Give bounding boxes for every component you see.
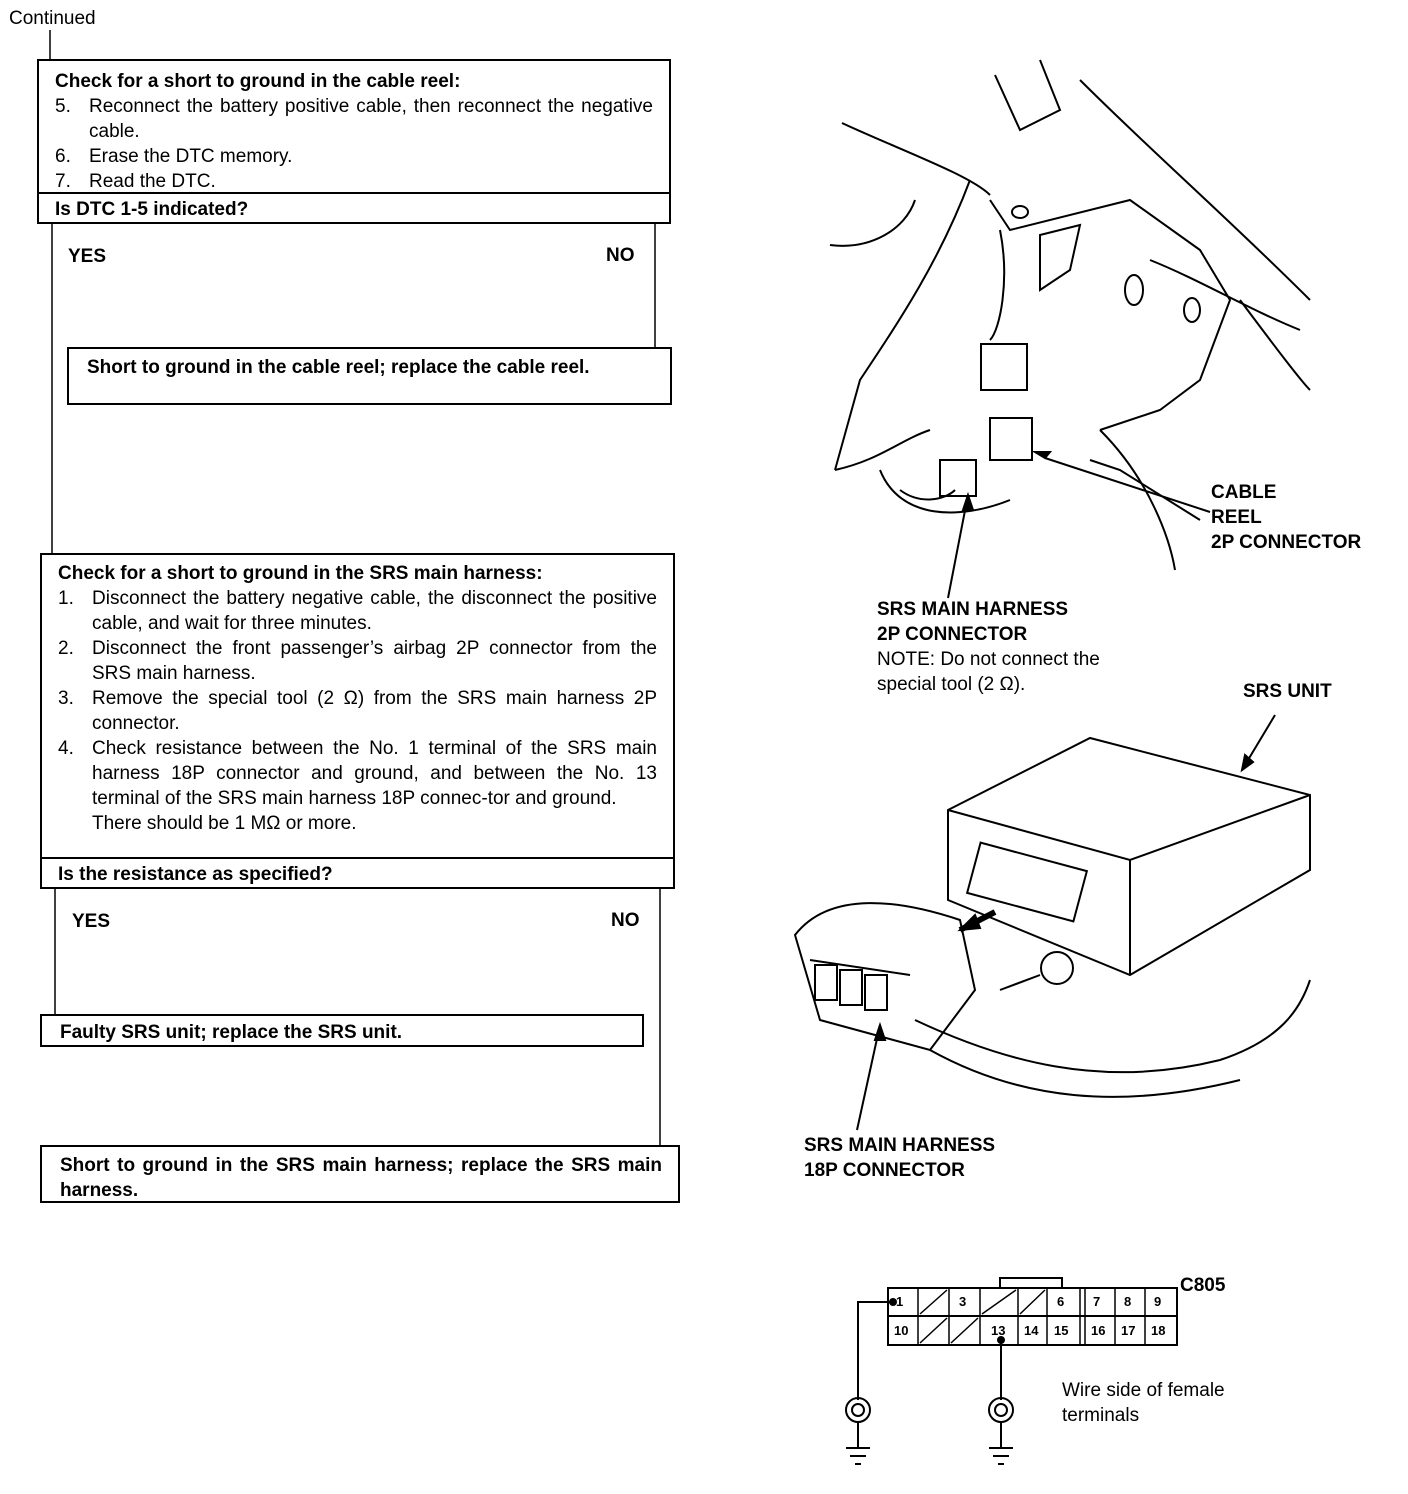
terminal-16: 16 xyxy=(1091,1323,1106,1338)
harness-steps: 1.Disconnect the battery negative cable,… xyxy=(58,586,657,836)
harness-18p-label: SRS MAIN HARNESS 18P CONNECTOR xyxy=(804,1135,996,1181)
dtc-question: Is DTC 1-5 indicated? xyxy=(55,199,249,220)
terminal-14: 14 xyxy=(1024,1323,1039,1338)
step-1: 1.Disconnect the battery negative cable,… xyxy=(58,588,657,634)
ground-symbol-2 xyxy=(988,1397,1014,1465)
terminal-1: 1 xyxy=(896,1294,904,1309)
terminal-13: 13 xyxy=(991,1323,1006,1338)
step-4: 4.Check resistance between the No. 1 ter… xyxy=(58,738,657,809)
cable-reel-label: CABLE REEL 2P CONNECTOR xyxy=(1211,482,1362,553)
terminal-18: 18 xyxy=(1151,1323,1166,1338)
ground-symbol-1 xyxy=(845,1397,871,1465)
cable-reel-check-box: Check for a short to ground in the cable… xyxy=(37,59,671,224)
terminal-7: 7 xyxy=(1093,1294,1101,1309)
connector-id: C805 xyxy=(1180,1275,1226,1296)
dtc-yes-label: YES xyxy=(68,246,107,267)
srs-unit-label: SRS UNIT xyxy=(1243,681,1332,702)
dtc-no-label: NO xyxy=(606,245,635,266)
terminal-9: 9 xyxy=(1154,1294,1162,1309)
step-7: 7.Read the DTC. xyxy=(55,171,216,192)
step-5: 5.Reconnect the battery positive cable, … xyxy=(55,96,653,142)
cable-reel-leader xyxy=(1044,457,1211,513)
step-3: 3.Remove the special tool (2 Ω) from the… xyxy=(58,688,657,734)
harness-2p-label: SRS MAIN HARNESS 2P CONNECTOR NOTE: Do n… xyxy=(877,599,1100,695)
harness18p-leader xyxy=(856,1024,881,1131)
terminal-8: 8 xyxy=(1124,1294,1132,1309)
continued-label: Continued xyxy=(9,8,96,29)
srs-unit-result-box: Faulty SRS unit; replace the SRS unit. xyxy=(40,1014,644,1047)
terminal-10: 10 xyxy=(894,1323,909,1338)
harness-result-box: Short to ground in the SRS main harness;… xyxy=(40,1145,680,1203)
resistance-no-label: NO xyxy=(611,910,640,931)
harness-check-heading: Check for a short to ground in the SRS m… xyxy=(58,563,543,584)
resistance-spec: There should be 1 MΩ or more. xyxy=(92,813,357,834)
cable-reel-check-heading: Check for a short to ground in the cable… xyxy=(55,71,461,92)
harness2p-leader xyxy=(947,494,969,599)
special-tool-note: NOTE: Do not connect the xyxy=(877,649,1100,670)
step-2: 2.Disconnect the front passenger’s airba… xyxy=(58,638,657,684)
steering-column-drawing xyxy=(829,59,1311,571)
terminal-6: 6 xyxy=(1057,1294,1065,1309)
cable-reel-steps: 5.Reconnect the battery positive cable, … xyxy=(55,94,653,194)
step-6: 6.Erase the DTC memory. xyxy=(55,146,293,167)
cable-reel-result-box: Short to ground in the cable reel; repla… xyxy=(67,347,672,405)
resistance-question: Is the resistance as specified? xyxy=(58,864,333,885)
terminal-3: 3 xyxy=(959,1294,967,1309)
harness-check-box: Check for a short to ground in the SRS m… xyxy=(40,553,675,889)
terminal-15: 15 xyxy=(1054,1323,1069,1338)
resistance-yes-label: YES xyxy=(72,911,111,932)
srs-unit-drawing xyxy=(793,736,1311,1098)
connector-caption: Wire side of female terminals xyxy=(1062,1380,1225,1426)
terminal-17: 17 xyxy=(1121,1323,1136,1338)
connector-terminals: 1 3 6 7 8 9 10 13 14 15 16 17 18 xyxy=(888,1288,1177,1345)
